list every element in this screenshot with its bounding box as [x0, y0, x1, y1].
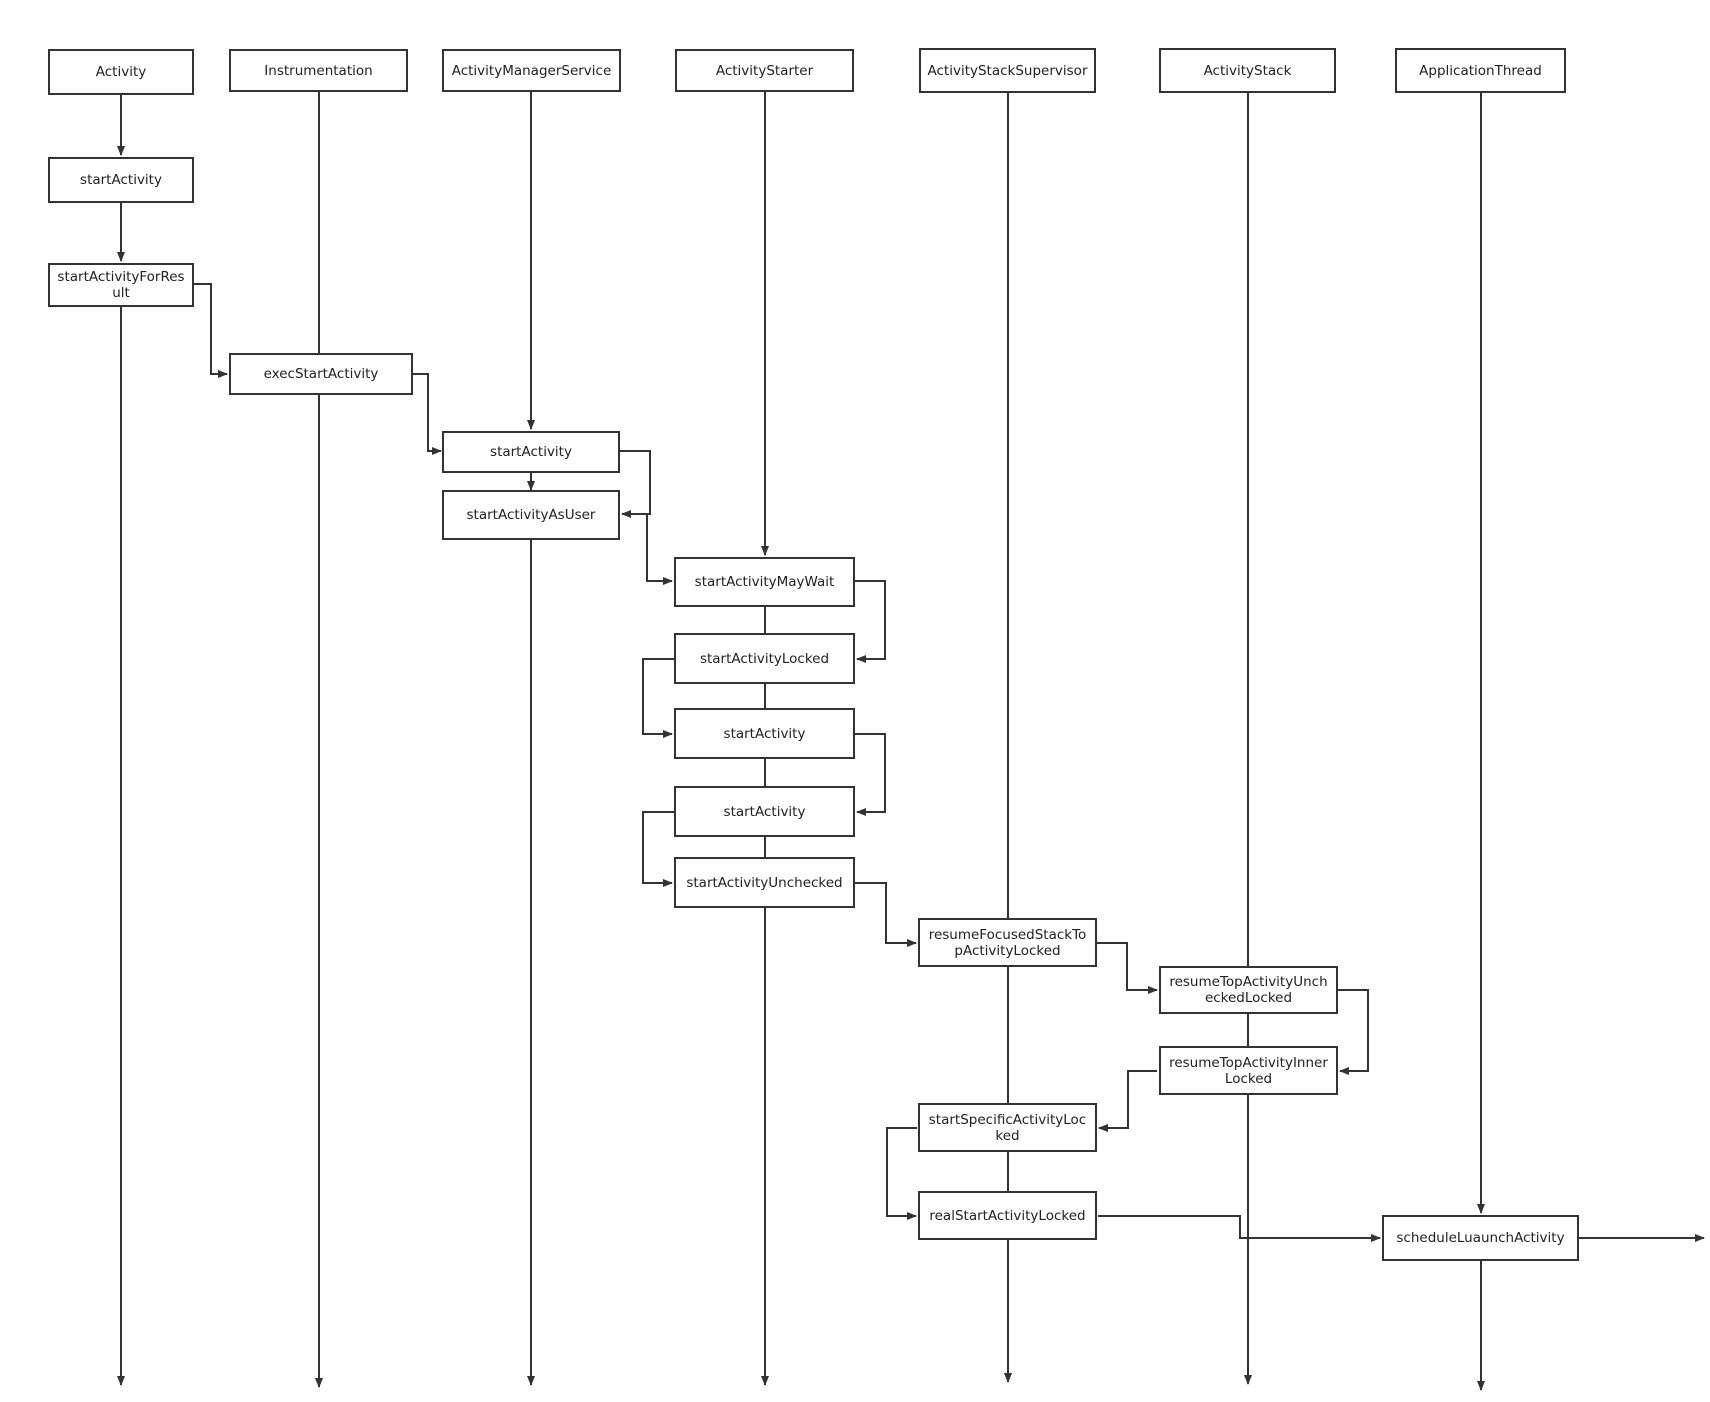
- lifeline-header-label: ActivityStack: [1203, 62, 1292, 79]
- call-label: execStartActivity: [263, 366, 379, 382]
- call-label: startActivityMayWait: [694, 574, 835, 590]
- arrow-startSpecific-to-realStart: [886, 1127, 917, 1220]
- call-label: startActivityAsUser: [466, 507, 596, 523]
- arrow-resumeFocusedStack-to-resumeTopUnchecked: [1097, 942, 1158, 994]
- call-label: realStartActivityLocked: [929, 1207, 1086, 1224]
- arrow-startActivityForResult-to-execStartActivity: [194, 283, 228, 378]
- call-label: startActivityLocked: [699, 650, 830, 667]
- call-label: startActivityForResult: [57, 269, 185, 301]
- arrow-resumeTopUnchecked-to-resumeTopInner: [1338, 989, 1369, 1075]
- arrow-startActivity1-to-startActivity2: [855, 733, 886, 816]
- call-label: startActivityUnchecked: [686, 874, 843, 891]
- call-label: startActivity: [723, 725, 806, 742]
- arrow-startActivity2-to-startActivityUnchecked: [642, 811, 674, 887]
- arrow-unchecked-to-resumeFocusedStack: [855, 882, 917, 947]
- call-label: startActivity: [490, 444, 572, 460]
- call-starter-startActivityUnchecked: startActivityUnchecked: [674, 857, 855, 908]
- call-stack-resumeTopActivityInnerLocked: resumeTopActivityInnerLocked: [1159, 1046, 1338, 1095]
- lifeline-header-label: Activity: [95, 64, 147, 80]
- arrow-realStart-to-scheduleLaunch: [1098, 1215, 1381, 1242]
- call-appthread-scheduleLuaunchActivity: scheduleLuaunchActivity: [1382, 1215, 1579, 1261]
- arrow-startActivityAsUser-to-startActivityMayWait: [646, 514, 673, 585]
- call-instrumentation-execStartActivity: execStartActivity: [229, 353, 413, 395]
- call-ams-startActivityAsUser: startActivityAsUser: [442, 490, 620, 540]
- call-label: startActivity: [80, 172, 162, 188]
- call-label: resumeTopActivityUncheckedLocked: [1169, 974, 1328, 1006]
- lifeline-header-label: ApplicationThread: [1419, 62, 1542, 79]
- call-supervisor-startSpecificActivityLocked: startSpecificActivityLocked: [918, 1103, 1097, 1152]
- call-starter-startActivity-2: startActivity: [674, 786, 855, 837]
- call-activity-startActivity: startActivity: [48, 157, 194, 203]
- arrow-resumeTopInner-to-startSpecific: [1098, 1070, 1157, 1132]
- call-label: resumeFocusedStackTopActivityLocked: [928, 926, 1087, 959]
- call-ams-startActivity: startActivity: [442, 431, 620, 473]
- arrow-execStartActivity-to-ams-startActivity: [413, 373, 442, 455]
- call-label: scheduleLuaunchActivity: [1396, 1230, 1565, 1246]
- lifeline-header-label: ActivityManagerService: [451, 62, 612, 79]
- call-label: resumeTopActivityInnerLocked: [1169, 1054, 1328, 1087]
- arrow-mayWait-to-startActivityLocked: [855, 580, 886, 663]
- lifeline-header-stack: ActivityStack: [1159, 48, 1336, 93]
- lifeline-header-ams: ActivityManagerService: [442, 49, 621, 92]
- lifeline-header-supervisor: ActivityStackSupervisor: [919, 48, 1096, 93]
- call-starter-startActivity-1: startActivity: [674, 708, 855, 759]
- lifeline-header-appthread: ApplicationThread: [1395, 48, 1566, 93]
- call-supervisor-resumeFocusedStackTopActivityLocked: resumeFocusedStackTopActivityLocked: [918, 918, 1097, 967]
- lifeline-header-label: ActivityStarter: [715, 62, 814, 79]
- call-starter-startActivityMayWait: startActivityMayWait: [674, 557, 855, 607]
- lifeline-header-starter: ActivityStarter: [675, 49, 854, 92]
- call-activity-startActivityForResult: startActivityForResult: [48, 263, 194, 307]
- lifeline-header-label: ActivityStackSupervisor: [927, 62, 1088, 79]
- lifeline-header-label: Instrumentation: [264, 62, 373, 79]
- arrow-startActivityLocked-to-startActivity1: [642, 658, 674, 738]
- arrow-ams-startActivity-to-startActivityAsUser: [620, 450, 651, 518]
- lifeline-header-activity: Activity: [48, 49, 194, 95]
- lifeline-header-instrumentation: Instrumentation: [229, 49, 408, 92]
- call-label: startSpecificActivityLocked: [928, 1111, 1087, 1144]
- call-starter-startActivityLocked: startActivityLocked: [674, 633, 855, 684]
- call-stack-resumeTopActivityUncheckedLocked: resumeTopActivityUncheckedLocked: [1159, 966, 1338, 1014]
- call-label: startActivity: [723, 803, 806, 820]
- call-supervisor-realStartActivityLocked: realStartActivityLocked: [918, 1191, 1097, 1240]
